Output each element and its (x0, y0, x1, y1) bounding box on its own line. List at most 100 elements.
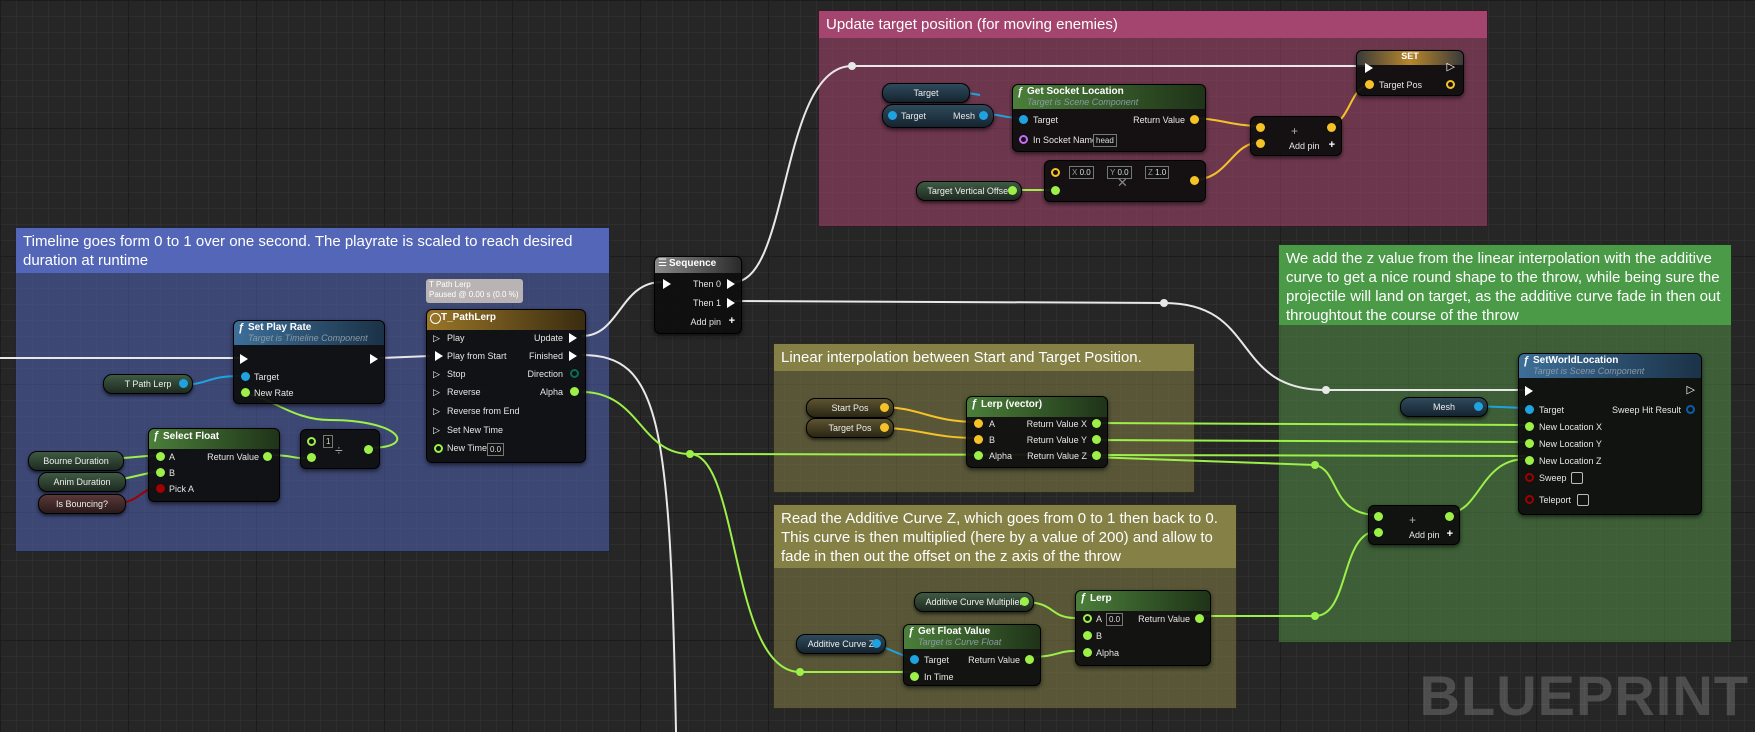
exec-in-pin[interactable] (1525, 386, 1533, 396)
divide-node[interactable]: 1 ÷ (300, 429, 380, 469)
object-pin[interactable] (872, 639, 881, 648)
object-pin[interactable] (241, 372, 250, 381)
vector-pin[interactable] (1446, 80, 1455, 89)
exec-in-pin[interactable]: ▷ (433, 387, 440, 397)
set-target-pos-node[interactable]: SET ▷ Target Pos (1356, 50, 1464, 96)
z-field[interactable]: Z 1.0 (1145, 166, 1170, 179)
object-pin[interactable] (888, 111, 897, 120)
exec-out-pin[interactable]: ▷ (1686, 384, 1695, 396)
float-pin[interactable] (364, 445, 373, 454)
socket-name-field[interactable]: head (1093, 134, 1117, 147)
divide-value-field[interactable]: 1 (323, 435, 334, 448)
t-path-lerp-variable[interactable]: T Path Lerp (103, 374, 193, 394)
vector-pin[interactable] (1365, 80, 1374, 89)
multiply-vector-node[interactable]: X 0.0 Y 0.0 Z 1.0 ✕ (1044, 160, 1206, 202)
lerp-node[interactable]: ƒ Lerp A 0.0 B Alpha Return Value (1075, 590, 1211, 666)
struct-pin[interactable] (1686, 405, 1695, 414)
exec-out-pin[interactable] (727, 298, 735, 308)
add-vector-node[interactable]: + Add pin + (1250, 116, 1342, 156)
target-variable[interactable]: Target (882, 83, 970, 103)
float-pin[interactable] (241, 388, 250, 397)
mesh-variable[interactable]: Mesh (1400, 397, 1488, 417)
vector-pin[interactable] (1051, 168, 1060, 177)
teleport-checkbox[interactable] (1577, 494, 1589, 506)
float-pin[interactable] (1525, 439, 1534, 448)
vector-pin[interactable] (1190, 176, 1199, 185)
object-pin[interactable] (1474, 402, 1483, 411)
vector-pin[interactable] (880, 423, 889, 432)
float-pin[interactable] (434, 444, 443, 453)
vector-pin[interactable] (1190, 115, 1199, 124)
exec-in-pin[interactable] (1365, 63, 1373, 73)
float-pin[interactable] (1083, 648, 1092, 657)
exec-in-pin[interactable]: ▷ (433, 425, 440, 435)
a-value-field[interactable]: 0.0 (1106, 613, 1124, 626)
add-pin-button[interactable]: Add pin (1289, 141, 1320, 151)
vector-pin[interactable] (1256, 123, 1265, 132)
bool-pin[interactable] (1525, 473, 1534, 482)
object-pin[interactable] (1019, 115, 1028, 124)
get-socket-location-node[interactable]: ƒ Get Socket Location Target is Scene Co… (1012, 84, 1206, 152)
vector-pin[interactable] (974, 435, 983, 444)
float-pin[interactable] (1445, 512, 1454, 521)
sweep-checkbox[interactable] (1571, 472, 1583, 484)
float-pin[interactable] (1525, 422, 1534, 431)
float-pin[interactable] (1374, 512, 1383, 521)
bourne-duration-variable[interactable]: Bourne Duration (28, 451, 124, 471)
exec-in-pin[interactable]: ▷ (433, 333, 440, 343)
float-pin[interactable] (156, 452, 165, 461)
vector-pin[interactable] (974, 419, 983, 428)
exec-out-pin[interactable] (569, 351, 577, 361)
bool-pin[interactable] (1525, 495, 1534, 504)
name-pin[interactable] (1019, 135, 1028, 144)
get-float-value-node[interactable]: ƒ Get Float Value Target is Curve Float … (903, 624, 1041, 686)
add-pin-button[interactable]: Add pin (1409, 530, 1440, 540)
select-float-node[interactable]: ƒ Select Float A B Pick A Return Value (148, 428, 280, 502)
exec-out-pin[interactable]: ▷ (1446, 61, 1455, 73)
vector-pin[interactable] (1327, 123, 1336, 132)
object-pin[interactable] (979, 111, 988, 120)
exec-in-pin[interactable] (663, 279, 671, 289)
anim-duration-variable[interactable]: Anim Duration (38, 472, 126, 492)
additive-curve-multiplier-variable[interactable]: Additive Curve Multiplier (914, 592, 1034, 612)
object-pin[interactable] (910, 655, 919, 664)
float-pin[interactable] (1051, 186, 1060, 195)
target-vertical-offset-variable[interactable]: Target Vertical Offset (916, 181, 1022, 201)
bool-pin[interactable] (156, 484, 165, 493)
exec-in-pin[interactable]: ▷ (433, 406, 440, 416)
float-pin[interactable] (307, 437, 316, 446)
float-pin[interactable] (570, 387, 579, 396)
vector-pin[interactable] (880, 403, 889, 412)
float-pin[interactable] (307, 453, 316, 462)
float-pin[interactable] (156, 468, 165, 477)
new-time-field[interactable]: 0.0 (487, 443, 505, 456)
sequence-node[interactable]: ☰ Sequence Then 0 Then 1 Add pin + (654, 256, 742, 334)
x-field[interactable]: X 0.0 (1069, 166, 1094, 179)
exec-out-pin[interactable] (370, 354, 378, 364)
is-bouncing-variable[interactable]: Is Bouncing? (38, 494, 126, 514)
object-pin[interactable] (1525, 405, 1534, 414)
set-world-location-node[interactable]: ƒ SetWorldLocation Target is Scene Compo… (1518, 353, 1702, 515)
mesh-getter-node[interactable]: Target Mesh (882, 104, 994, 128)
enum-pin[interactable] (570, 369, 579, 378)
exec-out-pin[interactable] (569, 333, 577, 343)
float-pin[interactable] (910, 672, 919, 681)
float-pin[interactable] (1092, 451, 1101, 460)
float-pin[interactable] (1195, 614, 1204, 623)
timeline-node[interactable]: T_PathLerp ▷ Play Play from Start ▷ Stop… (426, 309, 586, 463)
float-pin[interactable] (974, 451, 983, 460)
float-pin[interactable] (1092, 435, 1101, 444)
set-play-rate-node[interactable]: ƒ Set Play Rate Target is Timeline Compo… (233, 320, 385, 404)
vector-pin[interactable] (1256, 139, 1265, 148)
float-pin[interactable] (1374, 528, 1383, 537)
float-pin[interactable] (1025, 655, 1034, 664)
float-pin[interactable] (1083, 631, 1092, 640)
y-field[interactable]: Y 0.0 (1107, 166, 1132, 179)
object-pin[interactable] (179, 379, 188, 388)
start-pos-variable[interactable]: Start Pos (806, 398, 894, 418)
float-pin[interactable] (1008, 186, 1017, 195)
float-pin[interactable] (1092, 419, 1101, 428)
exec-out-pin[interactable] (727, 279, 735, 289)
lerp-vector-node[interactable]: ƒ Lerp (vector) A B Alpha Return Value X… (966, 396, 1108, 468)
float-pin[interactable] (1020, 597, 1029, 606)
